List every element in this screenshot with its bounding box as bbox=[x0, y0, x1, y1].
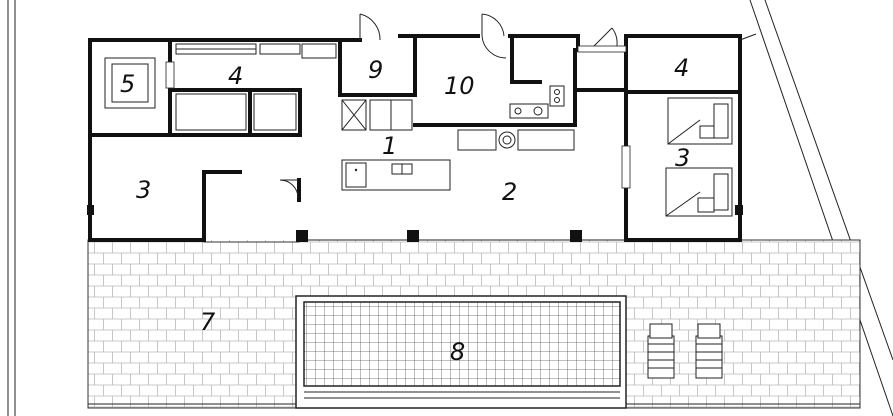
kitchen-island bbox=[341, 159, 451, 191]
sun-lounger-left bbox=[647, 323, 675, 379]
exterior-walls bbox=[88, 34, 742, 242]
room-label-10: 10 bbox=[444, 72, 475, 100]
room-label-5: 5 bbox=[120, 70, 135, 98]
room-5-fixture bbox=[104, 57, 156, 109]
columns bbox=[87, 205, 743, 242]
kitchen-counter bbox=[457, 129, 575, 151]
door-right-wing-top bbox=[739, 33, 757, 41]
room-label-2: 2 bbox=[502, 178, 517, 206]
laundry-appliances bbox=[341, 99, 413, 131]
room-label-7: 7 bbox=[200, 308, 216, 336]
room-10-fixtures bbox=[509, 85, 565, 119]
site-boundary bbox=[7, 0, 893, 416]
room-label-4-left: 4 bbox=[228, 62, 243, 90]
door-room-10 bbox=[481, 13, 507, 59]
door-terrace bbox=[279, 179, 299, 199]
room-labels: 1 2 3 3 4 4 5 7 8 9 10 bbox=[120, 54, 690, 366]
windows bbox=[165, 45, 631, 189]
sun-loungers bbox=[647, 323, 723, 379]
room-label-9: 9 bbox=[368, 56, 383, 84]
bed-lower bbox=[665, 167, 733, 217]
room-label-4-right: 4 bbox=[674, 54, 689, 82]
door-room-9 bbox=[359, 13, 381, 41]
bed-upper bbox=[667, 97, 733, 145]
room-label-3-right: 3 bbox=[675, 144, 690, 172]
room-label-8: 8 bbox=[450, 338, 465, 366]
sun-lounger-right bbox=[695, 323, 723, 379]
room-label-3-left: 3 bbox=[136, 176, 151, 204]
room-4-shelving bbox=[175, 43, 337, 131]
swimming-pool bbox=[295, 295, 627, 409]
interior-floor bbox=[90, 38, 740, 240]
room-label-1: 1 bbox=[382, 132, 397, 160]
fixtures bbox=[104, 43, 733, 217]
